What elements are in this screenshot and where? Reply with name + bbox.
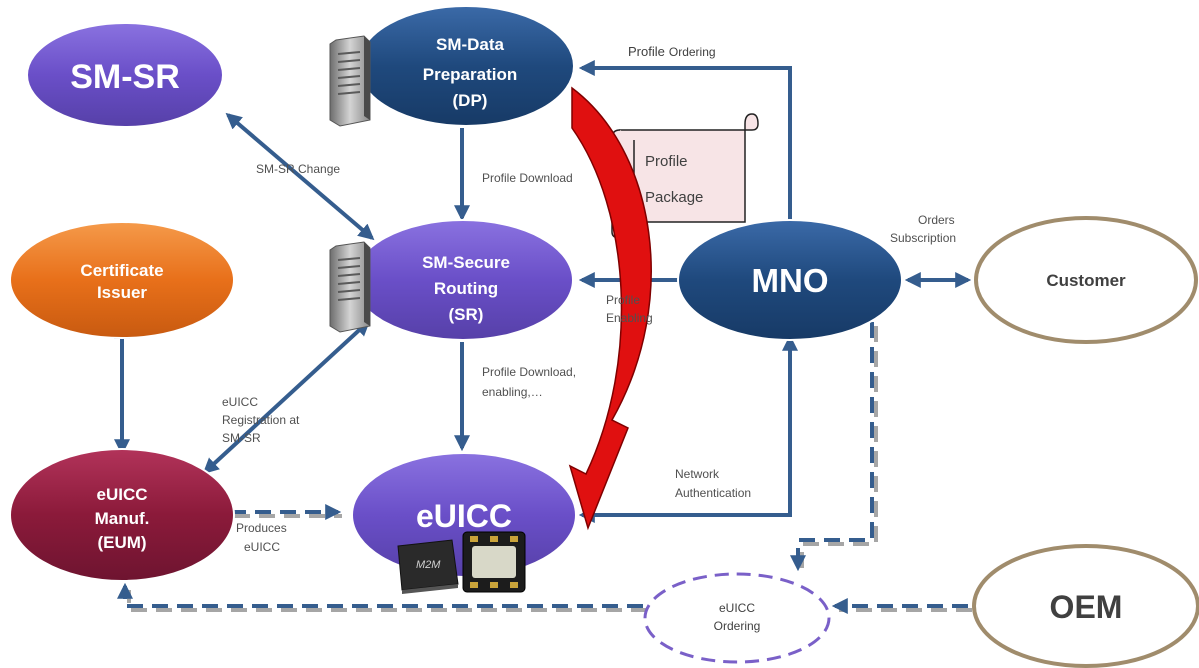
produces-label-1: Produces <box>236 521 287 535</box>
profile-enabling-label-2: Enabling <box>606 311 653 325</box>
node-certificate-issuer: Certificate Issuer <box>9 221 235 339</box>
solid-arrows <box>114 60 972 523</box>
profile-ordering-label: Profile Ordering <box>628 44 716 59</box>
download-enabling-label-2: enabling,… <box>482 385 543 399</box>
sm-sr-routing-label-1: SM-Secure <box>422 253 510 272</box>
eum-label-3: (EUM) <box>97 533 146 552</box>
node-sm-sr-routing: SM-Secure Routing (SR) <box>352 219 574 341</box>
arrow-profile-ordering <box>578 60 792 248</box>
produces-label-2: eUICC <box>244 540 280 554</box>
arrow-ordering-eum <box>117 582 643 608</box>
sm-dp-label-2: Preparation <box>423 65 517 84</box>
profile-download-label: Profile Download <box>482 171 573 185</box>
mno-label: MNO <box>752 262 829 299</box>
sm-sr-change-label: SM-SR Change <box>256 162 340 176</box>
chip-icon <box>462 531 526 593</box>
package-label-1: Profile <box>645 153 688 170</box>
registration-label-3: SM-SR <box>222 431 261 445</box>
profile-enabling-label-1: Profile <box>606 293 640 307</box>
red-curved-arrow-icon <box>568 86 652 531</box>
m2m-chip-icon: M2M <box>397 539 459 594</box>
euicc-label: eUICC <box>416 498 512 534</box>
node-oem: OEM <box>972 544 1199 668</box>
registration-label-1: eUICC <box>222 395 258 409</box>
profile-ordering-word1: Profile <box>628 44 665 59</box>
node-euicc-ordering: eUICC Ordering <box>643 572 831 664</box>
arrow-euicc-registration <box>202 319 371 475</box>
m2m-chip-label: M2M <box>416 559 441 571</box>
ordering-label-1: eUICC <box>719 601 755 615</box>
ordering-label-2: Ordering <box>714 619 761 633</box>
arrow-network-auth <box>578 334 798 523</box>
download-enabling-label-1: Profile Download, <box>482 365 576 379</box>
edge-labels: Profile Ordering SM-SR Change Profile Dow… <box>222 44 956 554</box>
server-icon <box>329 35 371 127</box>
node-euicc-manufacturer: eUICC Manuf. (EUM) <box>9 448 235 582</box>
sm-dp-label-1: SM-Data <box>436 35 505 54</box>
customer-label: Customer <box>1046 271 1126 290</box>
arrow-sm-sr-change <box>225 112 375 241</box>
oem-label: OEM <box>1050 589 1123 625</box>
cert-label-1: Certificate <box>80 261 163 280</box>
sm-sr-label: SM-SR <box>70 58 180 96</box>
eum-label-2: Manuf. <box>95 509 150 528</box>
package-label-2: Package <box>645 189 703 206</box>
dashed-arrows <box>117 322 972 614</box>
arrow-mno-euicc-ordering <box>790 322 874 572</box>
sm-sr-routing-label-3: (SR) <box>449 305 484 324</box>
node-sm-dp: SM-Data Preparation (DP) <box>357 5 575 127</box>
orders-label-2: Subscription <box>890 231 956 245</box>
eum-label-1: eUICC <box>96 485 147 504</box>
orders-label-1: Orders <box>918 213 955 227</box>
network-auth-label-2: Authentication <box>675 486 751 500</box>
network-auth-label-1: Network <box>675 467 720 481</box>
sm-dp-label-3: (DP) <box>453 91 488 110</box>
node-customer: Customer <box>974 216 1198 344</box>
node-mno: MNO <box>677 219 903 341</box>
node-sm-sr: SM-SR <box>26 22 224 128</box>
cert-label-2: Issuer <box>97 283 147 302</box>
server-icon <box>329 241 371 333</box>
profile-ordering-word2: Ordering <box>669 45 716 59</box>
registration-label-2: Registration at <box>222 413 300 427</box>
sm-sr-routing-label-2: Routing <box>434 279 498 298</box>
